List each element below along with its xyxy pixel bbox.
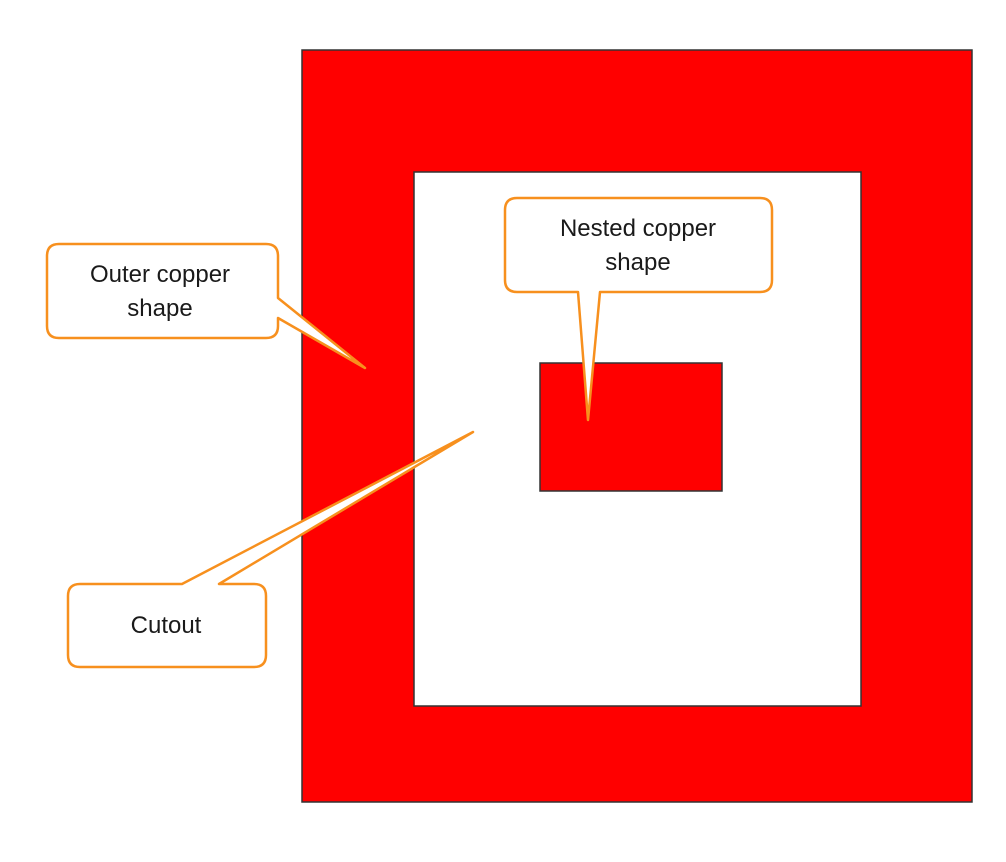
callout-nested-line1: Nested copper — [560, 215, 716, 242]
callout-cutout-label: Cutout — [131, 612, 202, 639]
callout-nested-copper-shape: Nested copper shape — [503, 196, 774, 422]
nested-copper-shape — [539, 362, 723, 492]
callout-nested-line2: shape — [605, 249, 670, 276]
callout-outer-line1: Outer copper — [90, 261, 230, 288]
callout-outer-line2: shape — [127, 295, 192, 322]
callout-outer-copper-shape: Outer copper shape — [45, 242, 367, 370]
callout-cutout: Cutout — [66, 430, 475, 669]
